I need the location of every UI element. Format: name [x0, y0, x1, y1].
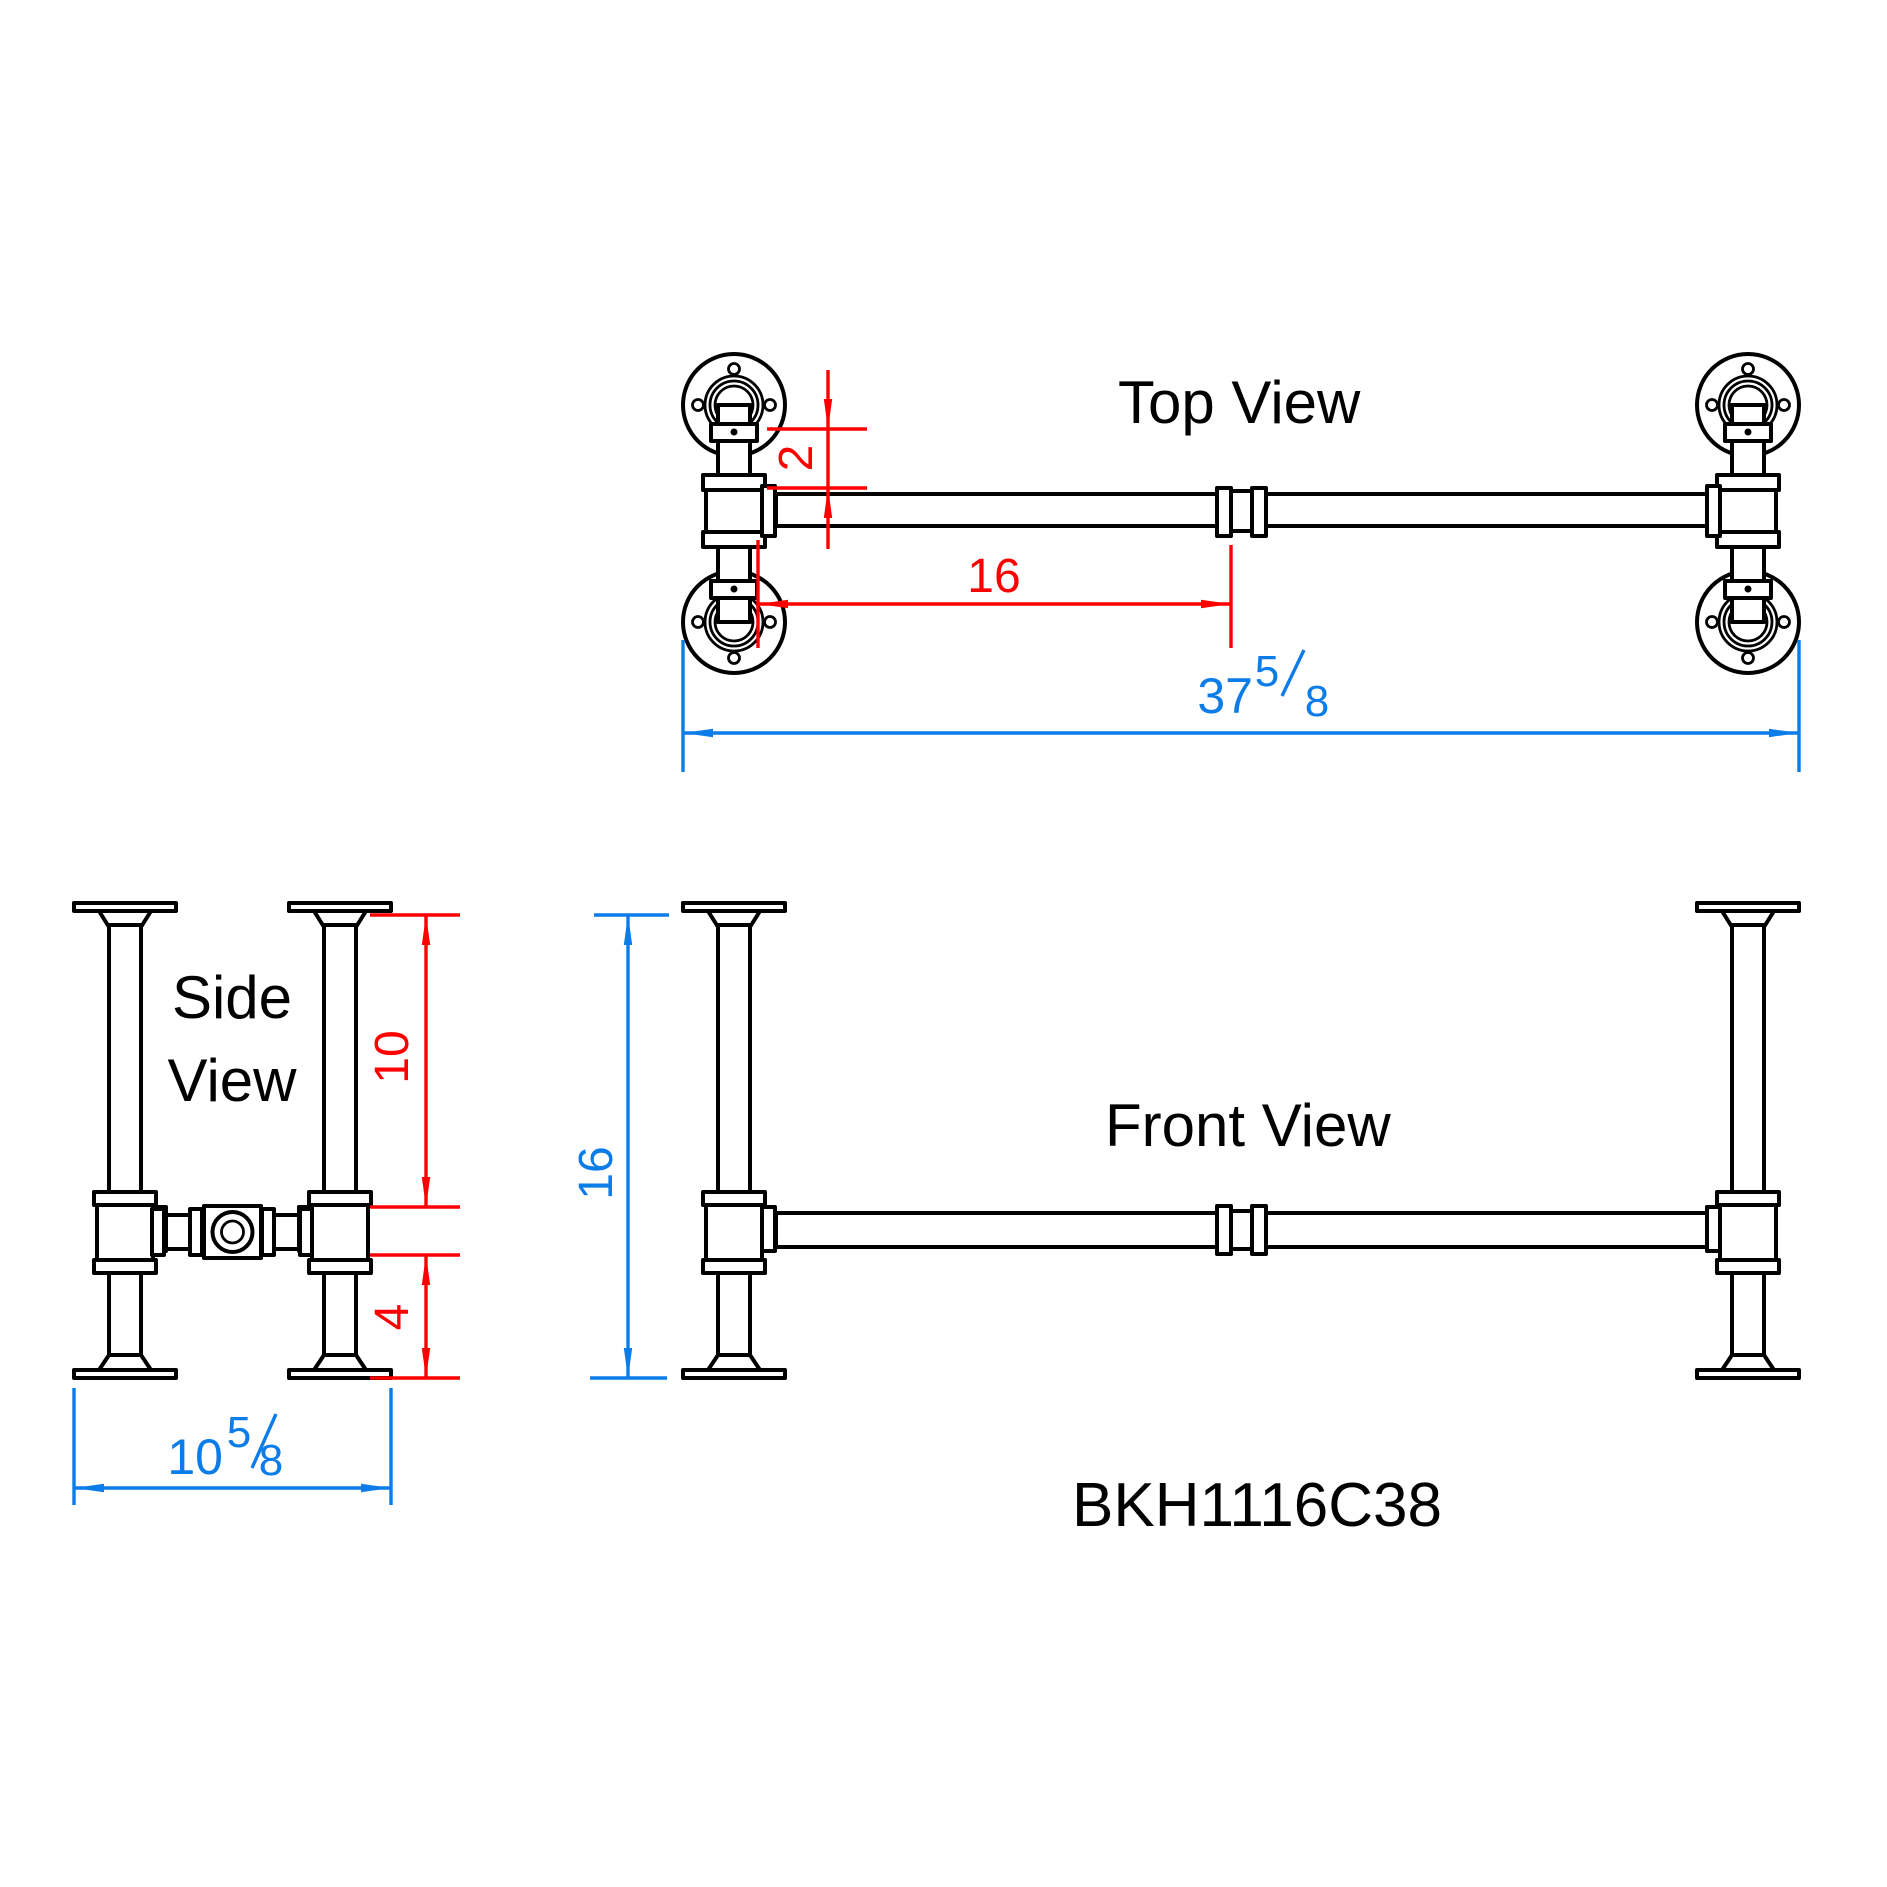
top-view: Top View [681, 352, 1801, 675]
top-view-label: Top View [1118, 369, 1361, 436]
dimension-height-16: 16 [570, 913, 669, 1380]
dim-text-lower-height: 4 [366, 1304, 419, 1331]
front-view-stretcher-pipe-right [1263, 1211, 1709, 1249]
front-view-label: Front View [1105, 1092, 1391, 1159]
dimension-overall-length-37-5-8: 37 5 8 [681, 640, 1801, 772]
dim-text-overall-numerator: 5 [1255, 647, 1279, 696]
side-view-left-leg [72, 901, 178, 1380]
dim-text-top-center: 16 [967, 550, 1020, 603]
front-view: Front View [681, 901, 1801, 1380]
front-view-right-leg [1695, 901, 1801, 1380]
dimension-top-gap-2: 2 [767, 370, 867, 549]
dimension-top-center-16: 16 [756, 540, 1233, 648]
dim-text-height: 16 [570, 1146, 623, 1199]
front-view-left-leg [681, 901, 787, 1380]
top-view-stretcher-pipe-left [774, 492, 1220, 528]
top-view-right-leg-assembly [1695, 352, 1801, 675]
side-view-center-cross-fitting [150, 1204, 314, 1260]
top-view-left-leg-assembly [681, 352, 787, 675]
side-view-label-line2: View [168, 1047, 298, 1114]
side-view-label-line1: Side [172, 964, 292, 1031]
dimension-lower-height-4: 4 [366, 1253, 460, 1380]
side-view: Side View [72, 901, 393, 1380]
front-view-center-coupling [1215, 1204, 1268, 1256]
dim-text-upper-height: 10 [366, 1030, 419, 1083]
top-view-center-coupling [1215, 486, 1268, 538]
dim-text-overall-denominator: 8 [1305, 677, 1329, 726]
dim-text-depth-whole: 10 [167, 1429, 223, 1485]
top-view-stretcher-pipe-right [1263, 492, 1709, 528]
part-number-label: BKH1116C38 [1072, 1471, 1442, 1540]
dim-text-overall-whole: 37 [1197, 668, 1253, 724]
dim-text-top-gap: 2 [770, 445, 823, 472]
dim-text-depth-numerator: 5 [227, 1408, 251, 1457]
front-view-stretcher-pipe-left [774, 1211, 1220, 1249]
dim-text-depth-denominator: 8 [259, 1436, 283, 1485]
dimension-depth-10-5-8: 10 5 8 [72, 1388, 393, 1505]
dimension-upper-height-10: 10 [366, 913, 460, 1209]
